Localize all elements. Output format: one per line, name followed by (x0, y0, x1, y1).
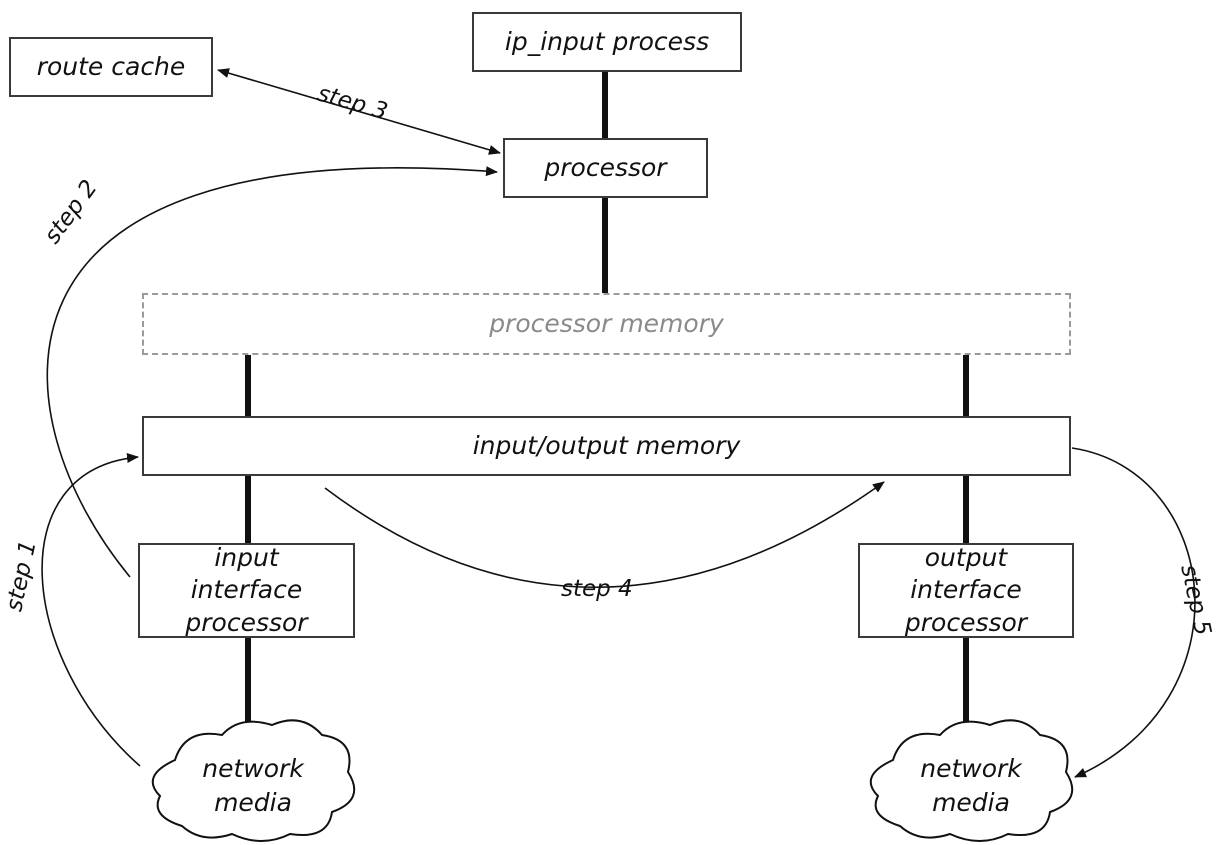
network-media-right-label: network media (886, 752, 1056, 820)
output-if-line-3: processor (904, 607, 1028, 637)
arrow-step1 (41, 453, 141, 767)
network-left-line-2: media (214, 787, 292, 817)
network-cloud-right (869, 719, 1074, 842)
io-memory-label: input/output memory (472, 430, 741, 460)
io-memory-box: input/output memory (142, 416, 1071, 476)
arrow-step4 (324, 481, 885, 588)
network-right-line-1: network (920, 754, 1022, 783)
input-if-line-3: processor (185, 607, 308, 637)
network-left-line-1: network (202, 754, 304, 783)
ip-input-process-box: ip_input process (472, 12, 742, 72)
processor-memory-label: processor memory (489, 308, 724, 338)
network-right-line-2: media (932, 787, 1010, 817)
output-if-line-1: output (924, 542, 1008, 572)
route-cache-box: route cache (9, 37, 213, 97)
arrow-step5 (1071, 447, 1196, 778)
ip-input-process-label: ip_input process (504, 26, 710, 56)
network-media-left-label: network media (168, 752, 338, 820)
processor-memory-box: processor memory (142, 293, 1071, 355)
bus-connectors (245, 72, 969, 740)
arrow-step3 (217, 68, 501, 155)
processor-box: processor (503, 138, 708, 198)
input-if-line-2: interface (190, 575, 303, 605)
output-if-line-2: interface (910, 575, 1022, 605)
route-cache-label: route cache (36, 51, 186, 81)
output-interface-processor-box: output interface processor (858, 543, 1074, 638)
processor-label: processor (544, 152, 667, 182)
arrow-step2 (46, 166, 498, 578)
network-cloud-left (151, 719, 356, 842)
input-interface-processor-box: input interface processor (138, 543, 355, 638)
input-if-line-1: input (214, 542, 279, 572)
step4-label: step 4 (561, 576, 633, 602)
